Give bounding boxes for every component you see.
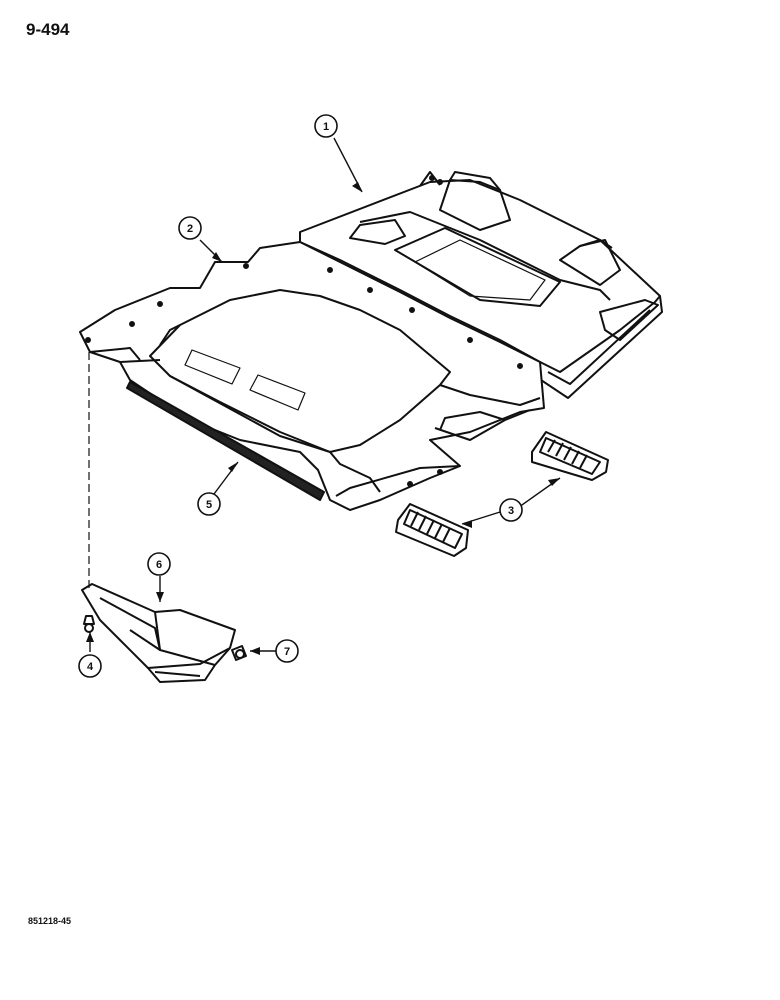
callout-1: 1: [314, 114, 338, 138]
page-number: 9-494: [26, 20, 70, 39]
svg-text:4: 4: [87, 661, 94, 673]
seal-strip: [126, 381, 325, 501]
mounting-bracket: [81, 583, 236, 683]
callout-4: 4: [78, 654, 102, 678]
callout-3: 3: [499, 498, 523, 522]
svg-text:2: 2: [187, 223, 193, 235]
rear-floor-plate: [299, 171, 663, 399]
pedal-pad-left: [395, 503, 469, 557]
callout-7: 7: [275, 639, 299, 663]
svg-text:7: 7: [284, 646, 290, 658]
svg-text:3: 3: [508, 505, 514, 517]
svg-text:5: 5: [206, 499, 212, 511]
svg-text:1: 1: [323, 121, 329, 133]
callout-2: 2: [178, 216, 202, 240]
callout-5: 5: [197, 492, 221, 516]
drawing-reference-code: 851218-45: [28, 916, 72, 926]
fastener-screw: [231, 645, 247, 661]
pedal-pad-right: [531, 431, 609, 481]
front-floor-plate: [79, 241, 545, 511]
fastener-nut: [83, 615, 95, 633]
svg-text:6: 6: [156, 559, 162, 571]
callout-6: 6: [147, 552, 171, 576]
